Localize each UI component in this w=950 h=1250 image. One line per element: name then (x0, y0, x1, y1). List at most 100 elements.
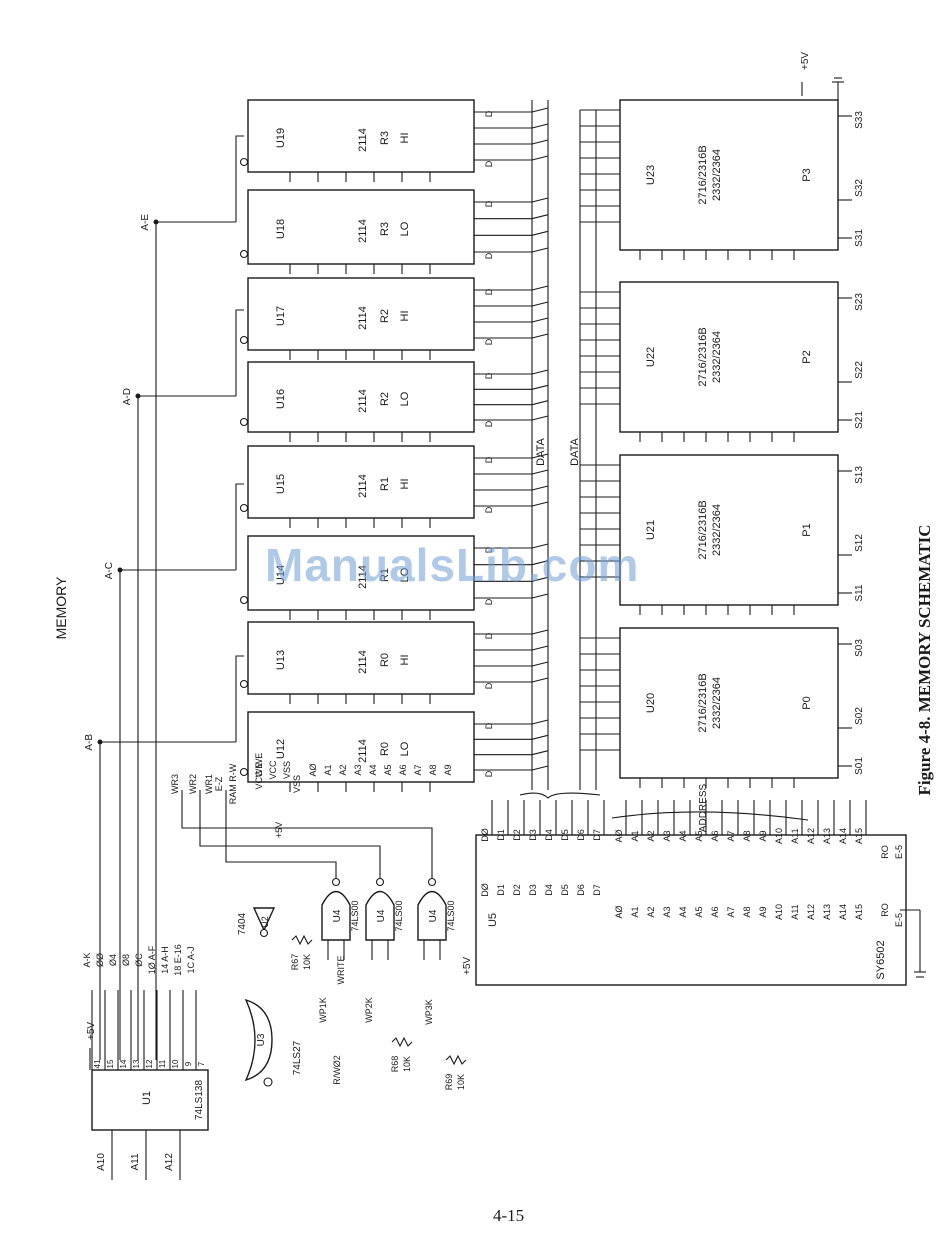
decoder-ref: U1 (141, 1091, 153, 1105)
cpu-address-bus-label: A3 (662, 830, 672, 841)
ram-chip-body (247, 535, 475, 611)
decoder-pin-number: 11 (158, 1059, 167, 1068)
decoder-part: 74LS138 (194, 1080, 205, 1120)
cpu-address-pin: A1 (630, 906, 640, 917)
rom-chip-ref: U21 (645, 520, 657, 540)
rom-select-label: S01 (854, 757, 865, 775)
ram-chip-part: 2114 (357, 650, 369, 674)
cpu-address-pin: A2 (646, 906, 656, 917)
decoder-output-label: ØC (134, 953, 144, 967)
pin-label: D (484, 110, 494, 117)
u12-address-label: A1 (323, 764, 333, 775)
u12-address-label: A9 (443, 764, 453, 775)
cpu-ro-label: RO (880, 845, 890, 859)
ram-chip-part: 2114 (357, 306, 369, 330)
pin-label: D (484, 200, 494, 207)
ram-chip-body (247, 361, 475, 433)
nand-gate-part: 74LS00 (394, 900, 404, 931)
cpu-address-pin: A14 (838, 904, 848, 920)
signal-label: R/WØ2 (332, 1055, 342, 1085)
cpu-address-pin: AØ (614, 905, 624, 918)
ram-chip-body (247, 445, 475, 519)
rom-select-label: S31 (854, 229, 865, 247)
cpu-ref: U5 (487, 913, 499, 927)
cpu-address-bus-label: A8 (742, 830, 752, 841)
cpu-data-pin: D3 (528, 884, 538, 896)
rom-select-label: S11 (854, 584, 865, 601)
ram-chip-ref: U15 (275, 474, 287, 494)
decoder-output-label: 1C A-J (186, 946, 196, 973)
pin-label: D (484, 456, 494, 463)
u12-address-label: A5 (383, 764, 393, 775)
section-title: MEMORY (53, 576, 69, 639)
pin-label: D (484, 682, 494, 689)
pin-label: D (484, 160, 494, 167)
nand-gate-ref: U4 (428, 909, 439, 922)
address-bus-label: ADDRESS (698, 784, 709, 833)
rom-select-label: S23 (854, 293, 865, 311)
ram-chip-bank: R2 (379, 392, 391, 406)
nand-gate-part: 74LS00 (350, 900, 360, 931)
rom-chip-part: 2716/2316B (697, 145, 709, 204)
cpu-data-bus-label: D1 (496, 829, 506, 841)
cpu-address-pin: A4 (678, 906, 688, 917)
rom-chip-bank: P3 (801, 168, 813, 181)
rom-select-label: S22 (854, 361, 865, 379)
pin-label: D (484, 722, 494, 729)
decoder-pin-number: 9 (184, 1061, 193, 1066)
inverter-ref: U2 (260, 916, 270, 928)
decoder-pin-number: 7 (197, 1061, 206, 1066)
cpu-address-bus-label: AØ (614, 829, 624, 842)
resistor-value: 10K (402, 1056, 412, 1072)
signal-label: WRITE (336, 956, 346, 985)
ram-chip-half: HI (399, 479, 411, 490)
signal-label: VCC (254, 770, 264, 790)
ram-chip-part: 2114 (357, 389, 369, 413)
rom-select-label: S33 (854, 111, 865, 129)
resistor-value: 10K (302, 954, 312, 970)
decoder-pin-number: 13 (132, 1059, 141, 1068)
decoder-pin-number: 10 (171, 1059, 180, 1068)
cpu-pins: DØDØD1D1D2D2D3D3D4D4D5D5D6D6D7D7AØAØA1A1… (480, 784, 904, 921)
decoder-input-label: A10 (96, 1153, 107, 1171)
cpu-u5: U5 SY6502 +5V (462, 834, 926, 986)
rom-select-label: S21 (854, 411, 865, 429)
cpu-address-bus-label: A6 (710, 830, 720, 841)
u12-address-label: A2 (338, 764, 348, 775)
u12-pin-label: WE (254, 763, 264, 778)
nor-gate-part: 74LS27 (292, 1040, 303, 1075)
rom-chip-body (619, 454, 839, 606)
pin-label: D (484, 506, 494, 513)
rom-chip-body (619, 281, 839, 433)
resistor-ref: R69 (444, 1074, 454, 1091)
ram-chip-ref: U19 (275, 128, 287, 148)
rom-power: +5V (800, 52, 844, 100)
pin-label: D (484, 632, 494, 639)
pin-label: D (484, 770, 494, 777)
signal-label: WP3K (424, 999, 434, 1025)
cpu-address-bus-label: A1 (630, 830, 640, 841)
signal-label: E-Z (214, 776, 224, 791)
ram-chip-part: 2114 (357, 219, 369, 243)
signal-label: WP2K (364, 997, 374, 1023)
signal-label: VSS (292, 775, 302, 793)
page-number: 4-15 (493, 1206, 525, 1225)
cpu-address-bus-label: A15 (854, 828, 864, 844)
ram-chip-ref: U13 (275, 650, 287, 670)
cpu-address-pin: A9 (758, 906, 768, 917)
bank-select-lines: A-BA-CA-DA-E (84, 135, 244, 1060)
ram-chip-body (247, 621, 475, 695)
nand-gate-ref: U4 (332, 909, 343, 922)
rom-chip-part: 2716/2316B (697, 673, 709, 732)
decoder-output-label: ØØ (95, 953, 105, 967)
decoder-u1: U1 74LS138 +5V (86, 1022, 209, 1131)
